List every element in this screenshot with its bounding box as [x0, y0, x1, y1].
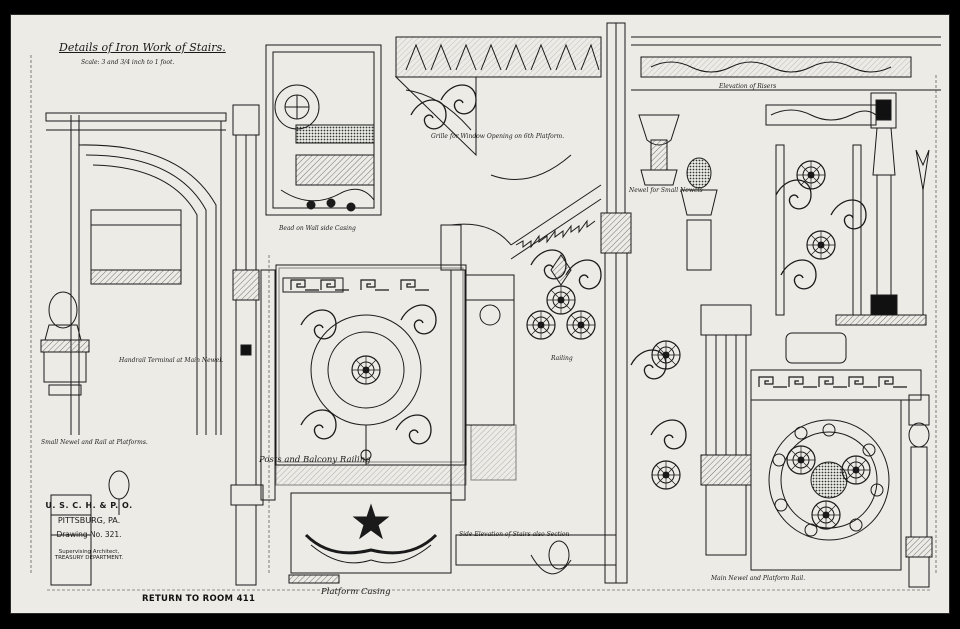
main-newel [630, 304, 752, 556]
label-newel-small: Newel for Small Newels [629, 187, 703, 194]
balcony-railing [275, 264, 467, 486]
label-side-elevation: Side Elevation of Stairs also Section [459, 531, 570, 538]
stamp-architect-line2: TREASURY DEPARTMENT. [54, 555, 124, 561]
stamp-architect-line1: Supervising Architect, [58, 549, 120, 555]
label-platform-casing: Platform Casing [321, 587, 391, 597]
return-to-room-stamp: RETURN TO ROOM 411 [142, 594, 256, 604]
label-elevation-risers: Elevation of Risers [719, 83, 777, 90]
side-elevation [450, 223, 617, 575]
title-stamp: U. S. C. H. & P. O. PITTSBURG, PA. Drawi… [43, 501, 135, 561]
window-grille [394, 36, 602, 157]
ironwork-drawing [30, 22, 941, 591]
sheet-title: Details of Iron Work of Stairs. [59, 41, 226, 54]
frieze-top-right [631, 36, 941, 91]
risers-elevation [765, 104, 927, 326]
newel-far-right [905, 394, 933, 588]
blueprint-sheet: Details of Iron Work of Stairs. Scale: 3… [10, 14, 950, 614]
stamp-office: U. S. C. H. & P. O. [45, 501, 133, 510]
baluster-right [870, 92, 930, 316]
railing-right [526, 249, 602, 340]
urn [638, 114, 718, 271]
pillar-left [230, 104, 264, 586]
center-column [600, 22, 632, 584]
greek-band [750, 332, 922, 401]
stair-stringer [490, 154, 602, 260]
platform-rail [750, 399, 902, 571]
label-main-newel: Main Newel and Platform Rail. [711, 575, 806, 582]
label-window-opening: Grille for Window Opening on 6th Platfor… [431, 133, 565, 140]
label-handrail-terminal: Handrail Terminal at Main Newel. [119, 357, 224, 364]
stamp-drawing-number: Drawing No. 321. [56, 530, 122, 539]
newel-left [40, 291, 130, 586]
stamp-city: PITTSBURG, PA. [57, 516, 121, 525]
dimension-lines [30, 55, 937, 591]
platform-casing [288, 492, 452, 584]
label-small-newel: Small Newel and Rail at Platforms. [41, 439, 148, 446]
label-bead-wall-casing: Bead on Wall side Casing [279, 225, 356, 232]
arch-frame [45, 112, 227, 435]
label-posts-balcony: Posts and Balcony Railing [259, 455, 371, 465]
sheet-scale: Scale: 3 and 3/4 inch to 1 foot. [81, 59, 175, 66]
label-railing: Railing [551, 355, 573, 362]
corner-panel [265, 44, 382, 216]
